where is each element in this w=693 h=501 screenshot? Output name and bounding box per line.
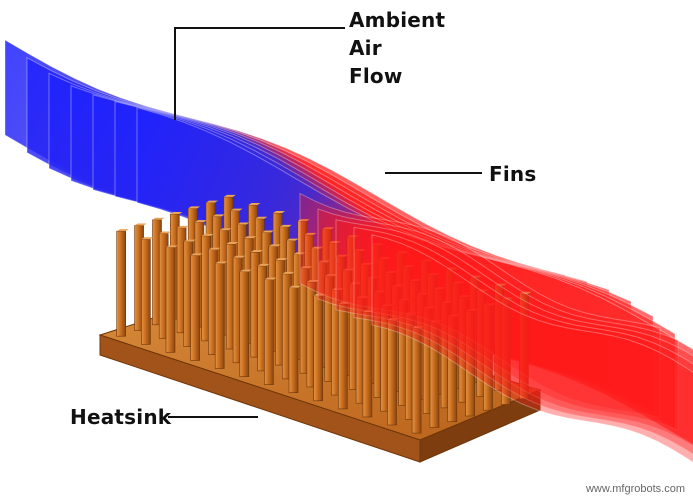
fin xyxy=(239,269,252,377)
fin xyxy=(214,261,228,369)
fin xyxy=(447,314,460,423)
fin xyxy=(362,309,375,418)
heatsink-fins xyxy=(116,194,532,434)
ambient-air-flow-line-1: Ambient xyxy=(349,8,446,32)
fin xyxy=(483,303,496,411)
ambient-air-flow-line-2: Air xyxy=(349,36,382,60)
fin xyxy=(165,245,178,353)
fin xyxy=(387,318,400,426)
fin xyxy=(288,285,302,394)
fin xyxy=(226,241,239,350)
air-ribbon-warm xyxy=(353,226,693,455)
ambient-air-flow-label: Ambient Air Flow xyxy=(349,6,445,90)
fins-label: Fins xyxy=(489,162,537,186)
air-ribbon-warm xyxy=(317,208,679,432)
fin xyxy=(116,229,129,337)
fin xyxy=(501,297,514,405)
ambient-air-flow-line-3: Flow xyxy=(349,64,403,88)
fin xyxy=(141,237,154,345)
fin xyxy=(518,291,532,400)
air-ribbon-warm xyxy=(299,192,661,419)
ambient-air-flow-leader xyxy=(174,27,345,120)
air-ribbon-warm xyxy=(371,234,693,463)
fin xyxy=(337,301,351,410)
leader-lines xyxy=(168,27,482,418)
fin xyxy=(313,293,326,402)
airflow-ribbons-front xyxy=(299,192,693,463)
air-ribbon-warm xyxy=(335,219,693,447)
fin xyxy=(465,308,478,417)
watermark-text: www.mfgrobots.com xyxy=(585,483,685,495)
fin xyxy=(264,277,277,385)
heatsink-label: Heatsink xyxy=(70,405,172,429)
fin xyxy=(411,326,425,434)
fin xyxy=(429,320,442,428)
fin xyxy=(190,253,203,361)
